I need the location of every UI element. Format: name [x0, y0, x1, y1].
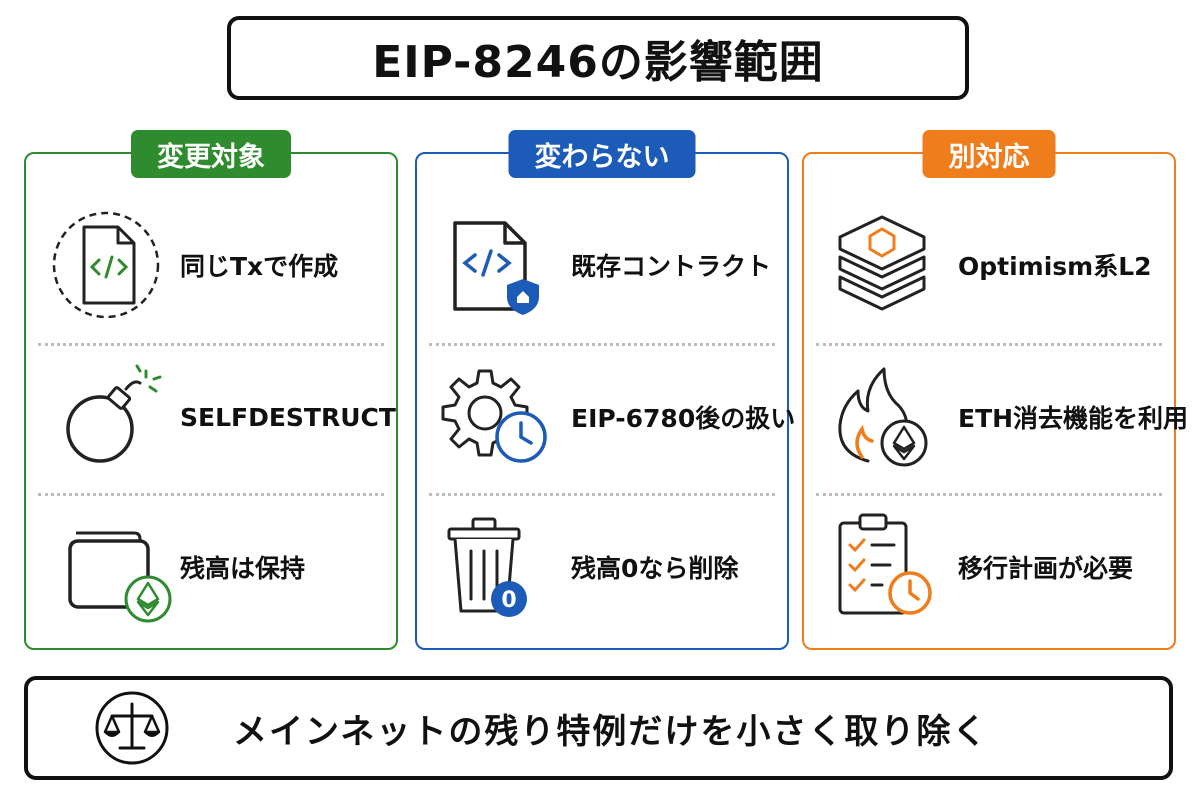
panel-separate-handling: 別対応 Optimism系L2 ETH消去機能を利用: [802, 130, 1188, 650]
divider: [38, 343, 384, 346]
item-label: 既存コントラクト: [571, 252, 772, 281]
panel-unchanged: 変わらない 既存コントラクト EIP-6780後の扱い: [415, 130, 795, 650]
divider: [816, 493, 1162, 496]
divider: [429, 493, 775, 496]
gear-clock-icon: [435, 357, 565, 477]
panel-change-target: 変更対象 同じTxで作成 SELFDE: [24, 130, 398, 650]
list-item: SELFDESTRUCT: [26, 342, 396, 492]
svg-text:0: 0: [501, 588, 516, 613]
list-item: 同じTxで作成: [26, 190, 396, 340]
item-label: 同じTxで作成: [180, 252, 339, 281]
list-item: 移行計画が必要: [804, 492, 1174, 642]
bomb-icon: [44, 357, 174, 477]
list-item: Optimism系L2: [804, 190, 1174, 340]
item-label: SELFDESTRUCT: [180, 402, 396, 432]
item-label: EIP-6780後の扱い: [571, 404, 796, 433]
divider: [429, 343, 775, 346]
layers-hexagon-icon: [822, 205, 952, 325]
trash-zero-icon: 0: [435, 507, 565, 627]
panel-badge: 変わらない: [508, 130, 696, 178]
code-file-shield-icon: [435, 205, 565, 325]
checklist-clock-icon: [822, 507, 952, 627]
title-box: EIP-8246の影響範囲: [227, 16, 969, 100]
item-label: 移行計画が必要: [958, 554, 1134, 583]
footer-box: メインネットの残り特例だけを小さく取り除く: [24, 676, 1173, 780]
item-label: ETH消去機能を利用: [958, 404, 1189, 433]
item-label: Optimism系L2: [958, 252, 1152, 281]
code-file-dashed-circle-icon: [44, 205, 174, 325]
list-item: 残高は保持: [26, 492, 396, 642]
panel-badge: 変更対象: [131, 130, 291, 178]
flame-eth-icon: [822, 357, 952, 477]
list-item: 既存コントラクト: [417, 190, 787, 340]
list-item: EIP-6780後の扱い: [417, 342, 795, 492]
wallet-eth-icon: [44, 507, 174, 627]
divider: [38, 493, 384, 496]
item-label: 残高0なら削除: [571, 554, 739, 583]
list-item: 0 残高0なら削除: [417, 492, 787, 642]
panel-badge: 別対応: [922, 130, 1056, 178]
list-item: ETH消去機能を利用: [804, 342, 1188, 492]
balance-scale-icon: [95, 691, 169, 765]
divider: [816, 343, 1162, 346]
item-label: 残高は保持: [180, 554, 306, 583]
footer-text: メインネットの残り特例だけを小さく取り除く: [233, 711, 989, 752]
page-title: EIP-8246の影響範囲: [372, 37, 824, 88]
